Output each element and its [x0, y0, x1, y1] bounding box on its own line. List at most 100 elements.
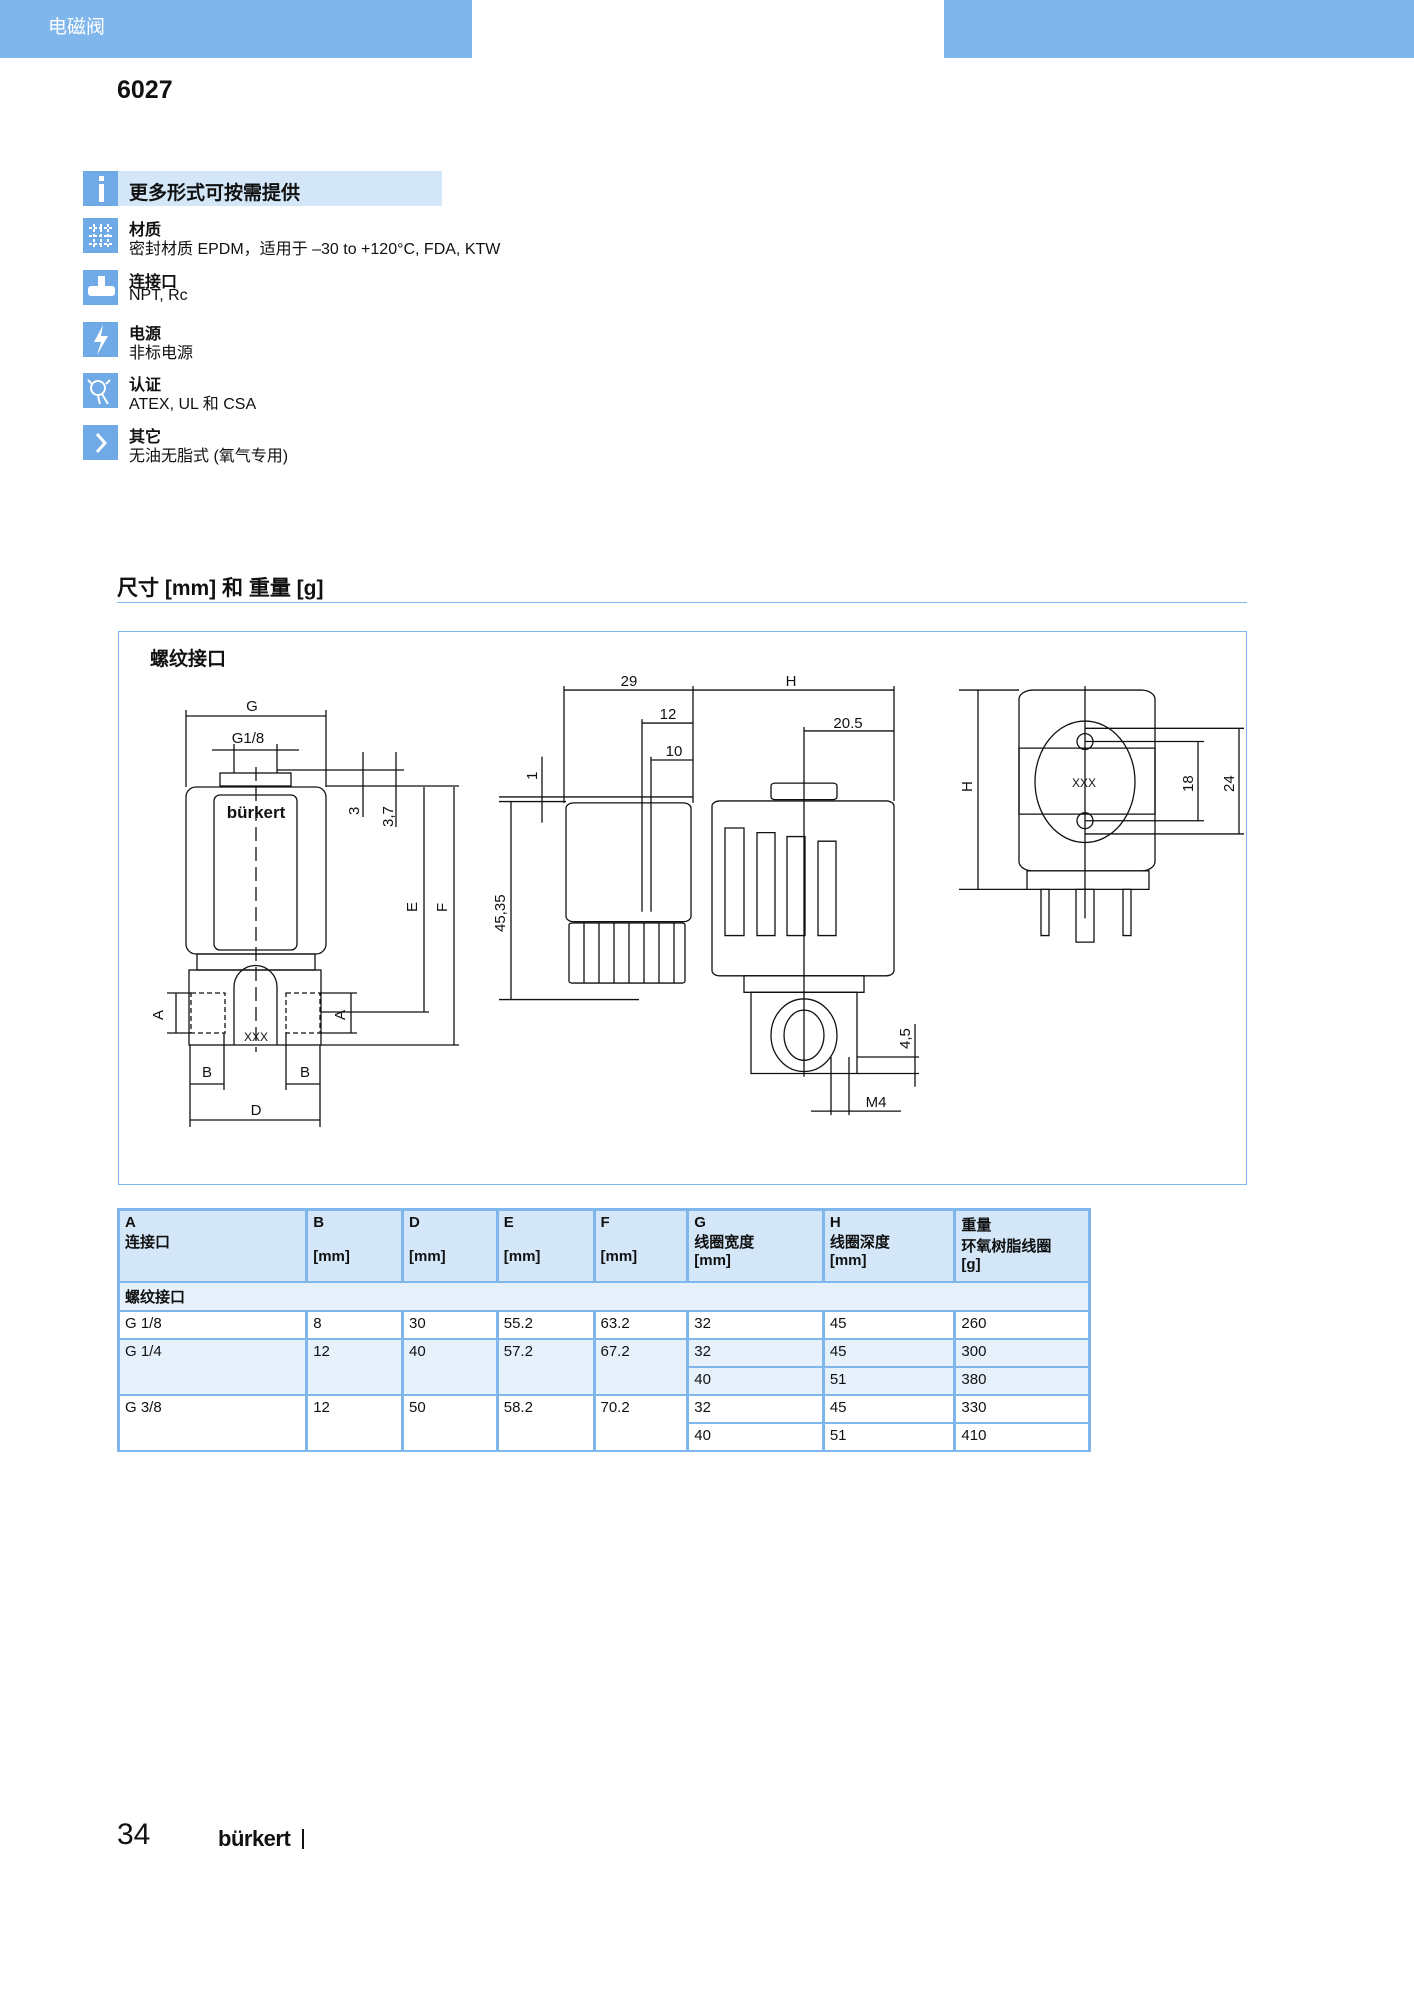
cell-E: 55.2 — [495, 1311, 596, 1340]
item-heading: 其它 — [129, 429, 162, 446]
dim-label-b-left: B — [202, 1064, 212, 1081]
header-line: 重量 — [961, 1217, 992, 1234]
cell-B: 8 — [305, 1311, 404, 1340]
cell-G: 40 — [686, 1423, 825, 1452]
item-value: ATEX, UL 和 CSA — [129, 396, 257, 413]
cell-W: 330 — [953, 1395, 1091, 1424]
cell-A: G 1/8 — [116, 1311, 309, 1340]
cell-E: 57.2 — [495, 1339, 596, 1396]
cell-H: 45 — [821, 1311, 957, 1340]
marking-xxx-end: XXX — [1072, 776, 1096, 790]
info-item-connection: 连接口 NPT, Rc — [83, 270, 783, 310]
info-title: 更多形式可按需提供 — [129, 183, 301, 204]
section-divider — [117, 602, 1247, 603]
header-line — [409, 1231, 491, 1248]
dim-label-1: 1 — [524, 772, 541, 780]
header-line: G — [694, 1214, 706, 1231]
cell-H: 45 — [821, 1339, 957, 1368]
brand-logo: bürkert — [218, 1826, 305, 1851]
dim-label-20-5: 20.5 — [833, 715, 862, 732]
info-header: 更多形式可按需提供 — [83, 171, 442, 206]
power-icon — [83, 322, 118, 357]
marking-xxx: XXX — [244, 1030, 268, 1044]
cell-D: 30 — [400, 1311, 499, 1340]
connection-icon — [83, 270, 118, 305]
info-item-other: 其它 无油无脂式 (氧气专用) — [83, 425, 783, 465]
dim-label-f: F — [434, 903, 451, 912]
drawing-svg: G G1/8 bürkert XXX 3 3,7 E F A A B B D 2… — [150, 673, 1246, 1127]
info-icon — [83, 171, 118, 206]
front-view — [167, 710, 459, 1127]
header-line: D — [408, 1214, 420, 1231]
header-line: [mm] — [408, 1248, 446, 1265]
header-line: [mm] — [829, 1252, 867, 1269]
dim-label-24: 24 — [1221, 775, 1238, 792]
dim-label-d: D — [251, 1102, 262, 1119]
model-number: 6027 — [117, 76, 173, 104]
dim-label-a-right: A — [332, 1010, 349, 1020]
header-line: [mm] — [503, 1248, 541, 1265]
cell-W: 260 — [953, 1311, 1091, 1340]
end-view — [959, 686, 1244, 942]
dim-label-m4: M4 — [866, 1094, 887, 1111]
dim-label-a-left: A — [150, 1010, 167, 1020]
page-number: 34 — [117, 1818, 151, 1851]
group-row: 螺纹接口 — [117, 1282, 1091, 1312]
dim-label-g18: G1/8 — [232, 730, 265, 747]
dim-label-b-right: B — [300, 1064, 310, 1081]
cell-W: 300 — [953, 1339, 1091, 1368]
cell-E: 58.2 — [495, 1395, 596, 1452]
cell-W: 380 — [953, 1367, 1091, 1396]
dim-label-h-side: H — [786, 673, 797, 690]
column-header: B [mm] — [305, 1208, 404, 1283]
header-line — [313, 1231, 396, 1248]
item-heading: 认证 — [129, 377, 162, 394]
cell-B: 12 — [305, 1339, 404, 1396]
dim-label-45-35: 45,35 — [492, 894, 509, 932]
cell-G: 32 — [686, 1339, 825, 1368]
column-header: E [mm] — [495, 1208, 596, 1283]
header-line — [125, 1252, 300, 1269]
header-bar-right — [944, 0, 1414, 58]
cell-F: 67.2 — [592, 1339, 690, 1396]
cell-W: 410 — [953, 1423, 1091, 1452]
item-value: 无油无脂式 (氧气专用) — [129, 448, 289, 465]
header-line: A — [125, 1214, 136, 1231]
column-header: D [mm] — [400, 1208, 499, 1283]
item-heading: 连接口 — [129, 274, 178, 291]
dim-label-4-5: 4,5 — [897, 1028, 914, 1049]
header-line: F — [600, 1214, 610, 1231]
header-line: 环氧树脂线圈 — [961, 1238, 1052, 1255]
header-line: [mm] — [600, 1248, 638, 1265]
cell-G: 32 — [686, 1311, 825, 1340]
cell-A: G 3/8 — [116, 1395, 309, 1452]
dim-label-12: 12 — [660, 706, 677, 723]
section-title: 尺寸 [mm] 和 重量 [g] — [117, 577, 324, 600]
header-line: [mm] — [313, 1248, 350, 1265]
cell-H: 51 — [821, 1423, 957, 1452]
info-item-material: 材质 密封材质 EPDM，适用于 –30 to +120°C, FDA, KTW — [83, 218, 783, 258]
item-heading: 材质 — [129, 222, 162, 239]
header-line: H — [829, 1214, 841, 1231]
header-bar-left: 电磁阀 — [0, 0, 472, 58]
dim-label-3: 3 — [346, 807, 363, 815]
cell-B: 12 — [305, 1395, 404, 1452]
column-header: F [mm] — [592, 1208, 690, 1283]
side-view — [499, 686, 919, 1115]
certification-icon — [83, 373, 118, 408]
header-line — [504, 1231, 588, 1248]
cell-H: 51 — [821, 1367, 957, 1396]
dimension-drawing: 螺纹接口 G G1/8 bürkert XXX 3 3,7 E F A A B … — [118, 631, 1247, 1185]
cell-D: 40 — [400, 1339, 499, 1396]
item-value: 密封材质 EPDM，适用于 –30 to +120°C, FDA, KTW — [129, 241, 501, 258]
cell-D: 50 — [400, 1395, 499, 1452]
section-label: 电磁阀 — [48, 17, 106, 38]
brand-logo-drawing: bürkert — [227, 803, 286, 822]
material-icon — [83, 218, 118, 253]
